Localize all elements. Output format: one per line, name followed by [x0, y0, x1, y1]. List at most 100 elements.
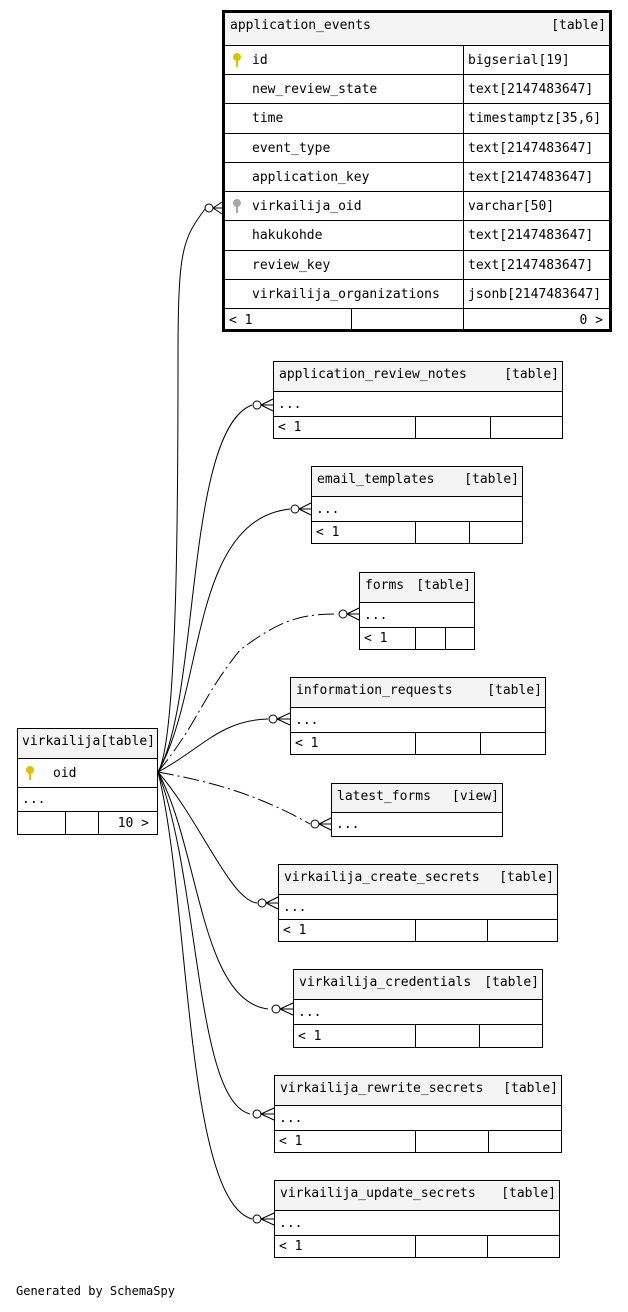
column-row[interactable]: application_key text[2147483647]: [225, 163, 609, 192]
footer-spacer: [480, 733, 545, 754]
edge-virkailija-rewrite-secrets: [157, 771, 251, 1115]
column-row[interactable]: new_review_state text[2147483647]: [225, 75, 609, 104]
ellipsis: ...: [336, 817, 360, 832]
table-kind: [table]: [487, 683, 542, 698]
children-count[interactable]: 0 >: [463, 309, 609, 331]
table-kind: [table]: [499, 870, 554, 885]
column-row[interactable]: time timestamptz[35,6]: [225, 104, 609, 134]
column-name: event_type: [252, 140, 331, 156]
table-name: forms: [365, 578, 405, 593]
edge-end-circle: [252, 400, 262, 410]
column-row[interactable]: oid: [18, 759, 157, 788]
ellipsis: ...: [283, 899, 307, 915]
footer-spacer: [488, 1131, 561, 1152]
parents-count[interactable]: < 1: [298, 1028, 322, 1044]
table-header: latest_forms [view]: [332, 784, 502, 813]
children-count[interactable]: 10 >: [98, 812, 157, 834]
column-name: review_key: [252, 257, 331, 273]
crow-foot: [279, 1002, 294, 1016]
column-row[interactable]: id bigserial[19]: [225, 46, 609, 75]
column-row[interactable]: virkailija_oid varchar[50]: [225, 192, 609, 221]
column-type: text[2147483647]: [463, 75, 593, 103]
edge-end-circle: [338, 609, 348, 619]
table-name: application_events: [230, 18, 371, 33]
table-email-templates[interactable]: email_templates [table] ... < 1: [311, 466, 523, 544]
ellipsis-row: ...: [294, 1000, 542, 1025]
crow-foot: [276, 712, 291, 726]
table-footer: < 1: [294, 1025, 542, 1047]
edge-email-templates: [157, 508, 291, 773]
column-name: virkailija_organizations: [252, 286, 440, 302]
table-header: virkailija_update_secrets [table]: [275, 1181, 559, 1211]
column-type: jsonb[2147483647]: [463, 280, 601, 308]
footer-spacer: [351, 309, 463, 331]
parents-count[interactable]: < 1: [229, 312, 253, 328]
parents-count[interactable]: < 1: [279, 1239, 303, 1254]
table-application-review-notes[interactable]: application_review_notes [table] ... < 1: [273, 361, 563, 439]
column-type: text[2147483647]: [463, 251, 593, 279]
primary-key-icon: [233, 53, 241, 67]
column-row[interactable]: virkailija_organizations jsonb[214748364…: [225, 280, 609, 309]
footer-spacer: [415, 417, 490, 438]
parents-count[interactable]: < 1: [278, 420, 302, 435]
column-row[interactable]: hakukohde text[2147483647]: [225, 221, 609, 251]
table-name: virkailija_credentials: [299, 975, 472, 990]
table-footer: < 1: [291, 733, 545, 754]
edge-virkailija-update-secrets: [157, 771, 253, 1220]
ellipsis: ...: [298, 1004, 322, 1020]
table-virkailija-update-secrets[interactable]: virkailija_update_secrets [table] ... < …: [274, 1180, 560, 1258]
ellipsis-row: ...: [275, 1211, 559, 1236]
parents-count[interactable]: < 1: [283, 923, 307, 938]
table-forms[interactable]: forms [table] ... < 1: [359, 572, 475, 650]
crow-foot: [318, 817, 332, 831]
footer-spacer: [487, 920, 557, 941]
primary-key-icon: [26, 766, 34, 780]
column-row[interactable]: review_key text[2147483647]: [225, 251, 609, 280]
edge-forms: [157, 613, 339, 773]
table-virkailija-create-secrets[interactable]: virkailija_create_secrets [table] ... < …: [278, 864, 558, 942]
table-footer: < 1: [275, 1236, 559, 1257]
crow-foot: [260, 1212, 275, 1226]
table-kind: [table]: [416, 578, 471, 593]
edge-information-requests: [157, 718, 269, 773]
table-application-events[interactable]: application_events [table] id bigserial[…: [222, 10, 612, 332]
footer-spacer: [445, 628, 474, 649]
crow-foot: [260, 398, 274, 412]
column-name: oid: [53, 765, 77, 781]
ellipsis: ...: [279, 1215, 303, 1231]
edge-end-circle: [257, 898, 267, 908]
column-type: text[2147483647]: [463, 134, 593, 162]
footer-spacer: [415, 920, 487, 941]
crow-foot: [260, 1107, 275, 1121]
parents-count[interactable]: < 1: [295, 736, 319, 751]
table-kind: [table]: [100, 734, 155, 749]
column-row[interactable]: event_type text[2147483647]: [225, 134, 609, 163]
edge-end-circle: [290, 504, 300, 514]
column-name: time: [252, 111, 284, 126]
table-virkailija-rewrite-secrets[interactable]: virkailija_rewrite_secrets [table] ... <…: [274, 1075, 562, 1153]
table-footer: < 1 0 >: [225, 309, 609, 331]
view-latest-forms[interactable]: latest_forms [view] ...: [331, 783, 503, 837]
ellipsis-row: ...: [279, 895, 557, 920]
column-name: application_key: [252, 169, 370, 185]
table-header: information_requests [table]: [291, 678, 545, 708]
table-kind: [table]: [501, 1186, 556, 1201]
table-information-requests[interactable]: information_requests [table] ... < 1: [290, 677, 546, 755]
ellipsis-row: ...: [18, 788, 157, 812]
table-virkailija-credentials[interactable]: virkailija_credentials [table] ... < 1: [293, 969, 543, 1048]
edge-end-circle: [204, 203, 214, 213]
parents-count[interactable]: < 1: [279, 1134, 303, 1149]
edge-end-circle: [252, 1214, 262, 1224]
edge-virkailija-credentials: [157, 771, 269, 1010]
table-virkailija[interactable]: virkailija [table] oid ... 10 >: [17, 728, 158, 835]
column-type: text[2147483647]: [463, 221, 593, 250]
parents-count[interactable]: < 1: [316, 525, 340, 540]
footer-spacer: [415, 1025, 479, 1047]
table-header: email_templates [table]: [312, 467, 522, 497]
ellipsis-row: ...: [360, 603, 474, 628]
parents-count[interactable]: < 1: [364, 631, 388, 646]
table-name: application_review_notes: [279, 367, 467, 382]
column-type: timestamptz[35,6]: [463, 104, 601, 133]
table-footer: < 1: [312, 522, 522, 543]
table-footer: < 1: [275, 1131, 561, 1152]
